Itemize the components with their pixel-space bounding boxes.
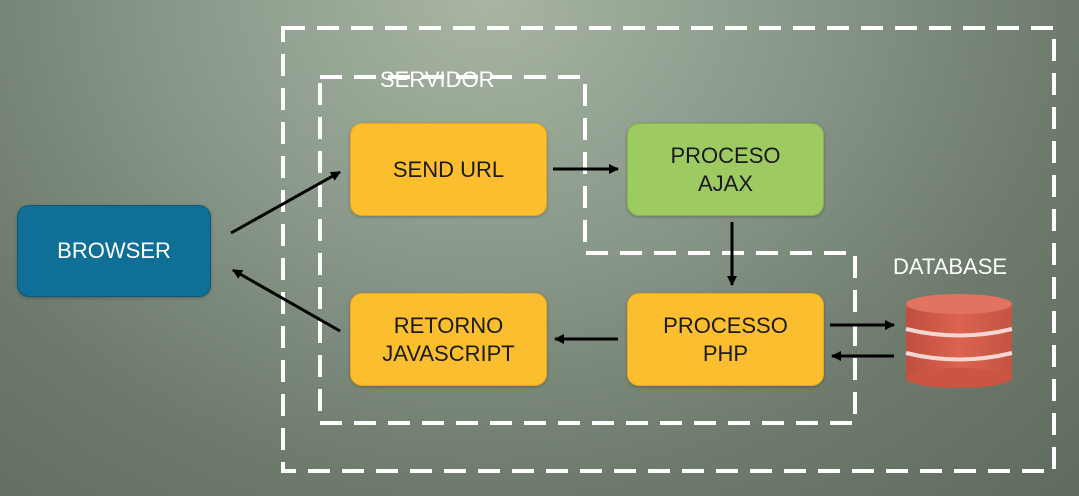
php-node: PROCESSO PHP — [627, 293, 824, 386]
retorno-label-line-1: RETORNO — [393, 312, 504, 338]
ajax-node: PROCESO AJAX — [627, 123, 824, 216]
ajax-label-line-2: AJAX — [697, 170, 754, 196]
servidor-label: SERVIDOR — [380, 67, 495, 92]
outer-dashed-boundary — [281, 26, 1056, 473]
php-label-line-2: PHP — [702, 340, 749, 366]
browser-label: BROWSER — [57, 238, 171, 263]
retorno-node: RETORNO JAVASCRIPT — [350, 293, 547, 386]
database-label: DATABASE — [893, 254, 1008, 279]
send-url-node: SEND URL — [350, 123, 547, 216]
php-label-line-1: PROCESSO — [663, 312, 788, 338]
arrow-retorno-to-browser — [232, 268, 341, 333]
servidor-dashed-boundary — [318, 75, 857, 425]
browser-node: BROWSER — [17, 205, 211, 297]
ajax-label-line-1: PROCESO — [670, 142, 781, 168]
send-url-label: SEND URL — [392, 156, 505, 182]
arrow-browser-to-send-url — [230, 170, 341, 235]
database-icon — [905, 294, 1013, 388]
retorno-label-line-2: JAVASCRIPT — [382, 340, 515, 366]
